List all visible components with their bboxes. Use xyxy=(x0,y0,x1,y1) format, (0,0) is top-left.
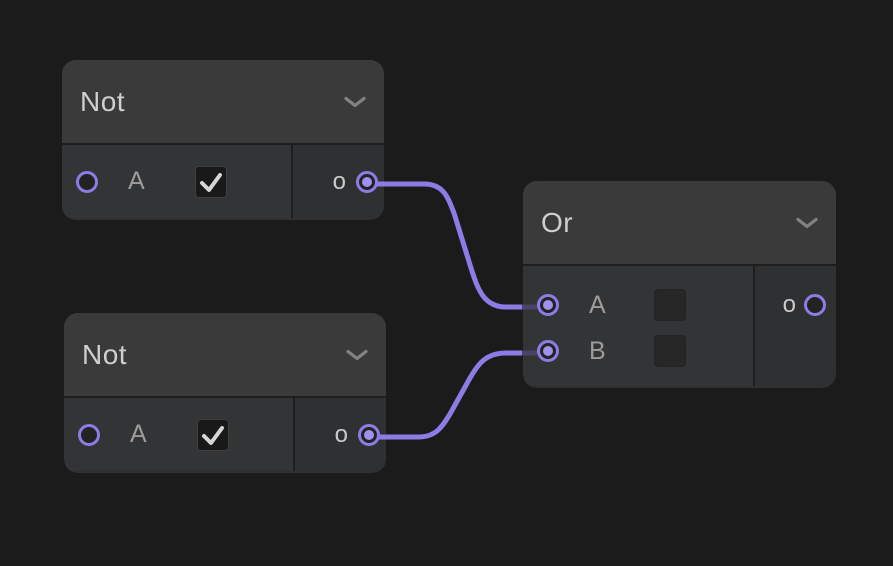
input-label: A xyxy=(128,167,145,195)
output-row-o: o xyxy=(755,282,836,328)
input-socket[interactable] xyxy=(76,170,98,193)
node-title: Not xyxy=(82,338,128,370)
node-body: A o xyxy=(64,398,386,471)
input-row-a: A xyxy=(523,282,753,328)
outputs-section: o xyxy=(293,145,384,218)
output-label: o xyxy=(782,291,796,318)
checkbox-unchecked[interactable] xyxy=(653,289,686,321)
node-header[interactable]: Not xyxy=(64,313,386,398)
outputs-section: o xyxy=(295,398,386,471)
input-label: A xyxy=(589,290,606,319)
node-not-top[interactable]: Not A o xyxy=(62,60,384,220)
outputs-section: o xyxy=(755,266,836,386)
output-label: o xyxy=(332,167,346,195)
inputs-section: A xyxy=(62,145,293,218)
output-socket[interactable] xyxy=(356,170,378,193)
checkbox-unchecked[interactable] xyxy=(653,335,686,367)
wire-not-top-to-or-a[interactable] xyxy=(377,181,522,310)
output-socket[interactable] xyxy=(804,294,826,316)
node-header[interactable]: Not xyxy=(62,60,384,145)
input-socket[interactable] xyxy=(78,423,100,446)
input-row-a: A xyxy=(62,145,291,218)
node-title: Not xyxy=(80,85,126,117)
input-label: B xyxy=(589,336,606,365)
output-label: o xyxy=(334,420,348,448)
output-row-o: o xyxy=(293,145,384,218)
node-title: Or xyxy=(541,206,574,238)
checkbox-checked[interactable] xyxy=(194,165,227,198)
node-header[interactable]: Or xyxy=(523,181,836,266)
node-or[interactable]: Or A B o xyxy=(523,181,836,388)
input-socket[interactable] xyxy=(537,340,559,362)
input-row-b: B xyxy=(523,328,753,374)
inputs-section: A xyxy=(64,398,295,471)
node-body: A o xyxy=(62,145,384,218)
node-not-bottom[interactable]: Not A o xyxy=(64,313,386,473)
input-row-a: A xyxy=(64,398,293,471)
input-socket[interactable] xyxy=(537,294,559,316)
chevron-down-icon[interactable] xyxy=(344,96,366,108)
output-row-o: o xyxy=(295,398,386,471)
chevron-down-icon[interactable] xyxy=(796,217,818,229)
inputs-section: A B xyxy=(523,266,755,386)
output-socket[interactable] xyxy=(358,423,380,446)
node-body: A B o xyxy=(523,266,836,386)
checkbox-checked[interactable] xyxy=(196,418,229,451)
input-label: A xyxy=(130,420,147,448)
wire-not-bottom-to-or-b[interactable] xyxy=(377,350,522,440)
chevron-down-icon[interactable] xyxy=(346,349,368,361)
